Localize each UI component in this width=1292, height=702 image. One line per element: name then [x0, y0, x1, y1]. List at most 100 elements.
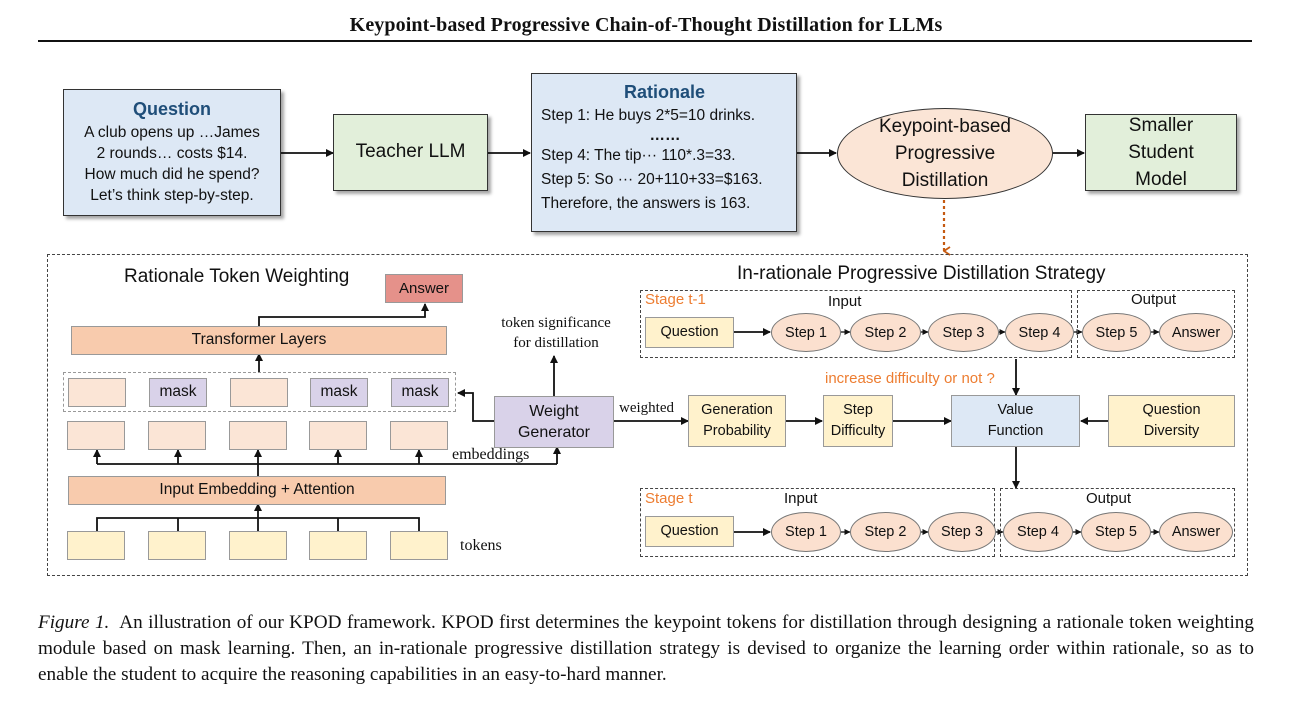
token-box — [67, 531, 125, 560]
embeddings-label: embeddings — [452, 446, 530, 463]
stage-cur-question-box: Question — [645, 516, 734, 547]
significance-line: token significance — [501, 315, 611, 331]
generation-probability-box: Generation Probability — [688, 395, 786, 447]
step-label: Step 2 — [864, 324, 907, 341]
masked-token-box: mask — [149, 378, 207, 407]
student-line: Student — [1128, 142, 1194, 163]
step-label: Step 3 — [942, 324, 985, 341]
student-line: Smaller — [1128, 115, 1194, 136]
stage-cur-label: Stage t — [645, 490, 693, 507]
weight-generator-box: Weight Generator — [494, 396, 614, 448]
token-box — [148, 531, 206, 560]
stage-prev-output-label: Output — [1131, 291, 1177, 308]
step-label: Answer — [1171, 324, 1221, 341]
step-label: Step 4 — [1018, 324, 1061, 341]
step-label: Step 1 — [785, 324, 827, 341]
stage-prev-step-ellipse: Step 4 — [1005, 313, 1074, 352]
kpd-ellipse: Keypoint-based Progressive Distillation — [837, 108, 1053, 199]
embedding-box — [309, 421, 367, 450]
rationale-ellipsis: …… — [649, 126, 681, 144]
rationale-box: Rationale Step 1: He buys 2*5=10 drinks.… — [531, 73, 797, 232]
embedding-box — [148, 421, 206, 450]
question-line: 2 rounds… costs $14. — [96, 145, 248, 163]
diversity-line: Question — [1142, 402, 1201, 418]
rationale-line: Step 1: He buys 2*5=10 drinks. — [541, 106, 756, 124]
step-label: Answer — [1171, 524, 1221, 540]
masked-token-box: mask — [310, 378, 368, 407]
student-model-box: Smaller Student Model — [1085, 114, 1237, 191]
question-label: Question — [660, 522, 719, 539]
stage-prev-input-container — [640, 290, 1072, 358]
stage-cur-output-container — [1000, 488, 1235, 557]
step-label: Step 1 — [785, 524, 827, 540]
tokens-label: tokens — [460, 537, 502, 554]
rationale-line: Therefore, the answers is 163. — [541, 194, 751, 212]
stage-prev-input-label: Input — [828, 293, 862, 310]
answer-label: Answer — [398, 279, 450, 297]
step-label: Step 5 — [1095, 524, 1137, 540]
question-title: Question — [132, 98, 211, 119]
stage-cur-step-ellipse: Step 2 — [850, 512, 921, 552]
question-line: A club opens up …James — [84, 124, 260, 142]
token-significance-label: token significance for distillation — [486, 313, 626, 353]
rtw-title: Rationale Token Weighting — [124, 266, 350, 287]
rationale-line: Step 5: So ··· 20+110+33=$163. — [541, 170, 763, 188]
masked-token-box — [68, 378, 126, 407]
token-box — [390, 531, 448, 560]
detail-container — [47, 254, 1248, 576]
value-function-box: Value Function — [951, 395, 1080, 447]
step-label: Step 4 — [1017, 524, 1059, 540]
input-embedding-box: Input Embedding + Attention — [68, 476, 446, 505]
stage-prev-output-ellipse: Answer — [1159, 313, 1233, 352]
weight-generator-line: Generator — [517, 424, 591, 441]
token-box — [229, 531, 287, 560]
input-embedding-label: Input Embedding + Attention — [159, 481, 355, 499]
question-line: Let’s think step-by-step. — [90, 187, 254, 205]
stage-cur-step-ellipse: Step 3 — [928, 512, 996, 552]
header-rule — [38, 40, 1252, 42]
stage-prev-label: Stage t-1 — [645, 291, 706, 308]
arrow-transformer-to-answer — [258, 303, 429, 327]
stepdiff-line: Difficulty — [830, 423, 886, 439]
transformer-layers-box: Transformer Layers — [71, 326, 447, 355]
masked-token-box — [230, 378, 288, 407]
weight-generator-line: Weight — [529, 403, 579, 420]
stage-cur-output-label: Output — [1086, 490, 1132, 507]
masked-token-label: mask — [159, 383, 197, 401]
stage-cur-input-label: Input — [784, 490, 818, 507]
weighted-label: weighted — [619, 400, 674, 416]
masked-token-label: mask — [401, 383, 439, 401]
stage-prev-step-ellipse: Step 1 — [771, 313, 841, 352]
value-line: Function — [987, 423, 1044, 439]
masked-token-label: mask — [320, 383, 358, 401]
kpd-line: Distillation — [901, 170, 989, 191]
arrow-weight-generator-to-mask — [457, 389, 495, 422]
question-diversity-box: Question Diversity — [1108, 395, 1235, 447]
figure-caption: Figure 1. An illustration of our KPOD fr… — [38, 610, 1254, 688]
embedding-box — [67, 421, 125, 450]
figure-label: Figure 1. — [38, 612, 110, 633]
answer-box: Answer — [385, 274, 463, 303]
value-line: Value — [997, 402, 1034, 418]
stage-prev-step-ellipse: Step 2 — [850, 313, 921, 352]
stage-prev-step-ellipse: Step 3 — [928, 313, 999, 352]
stage-prev-output-ellipse: Step 5 — [1082, 313, 1151, 352]
teacher-llm-label: Teacher LLM — [355, 141, 466, 163]
step-label: Step 3 — [941, 524, 983, 540]
rationale-line: Step 4: The tip··· 110*.3=33. — [541, 146, 736, 164]
diversity-line: Diversity — [1143, 423, 1200, 439]
student-line: Model — [1135, 169, 1187, 190]
token-box — [309, 531, 367, 560]
question-line: How much did he spend? — [84, 166, 260, 184]
stage-prev-output-container — [1077, 290, 1235, 358]
genprob-line: Probability — [703, 423, 771, 439]
stage-cur-step-ellipse: Step 1 — [771, 512, 841, 552]
embedding-box — [390, 421, 448, 450]
rationale-title: Rationale — [623, 82, 706, 102]
teacher-llm-box: Teacher LLM — [333, 114, 488, 191]
stage-cur-output-ellipse: Step 4 — [1003, 512, 1073, 552]
significance-line: for distillation — [513, 335, 599, 351]
kpd-line: Progressive — [894, 143, 996, 164]
kpd-line: Keypoint-based — [878, 116, 1012, 137]
